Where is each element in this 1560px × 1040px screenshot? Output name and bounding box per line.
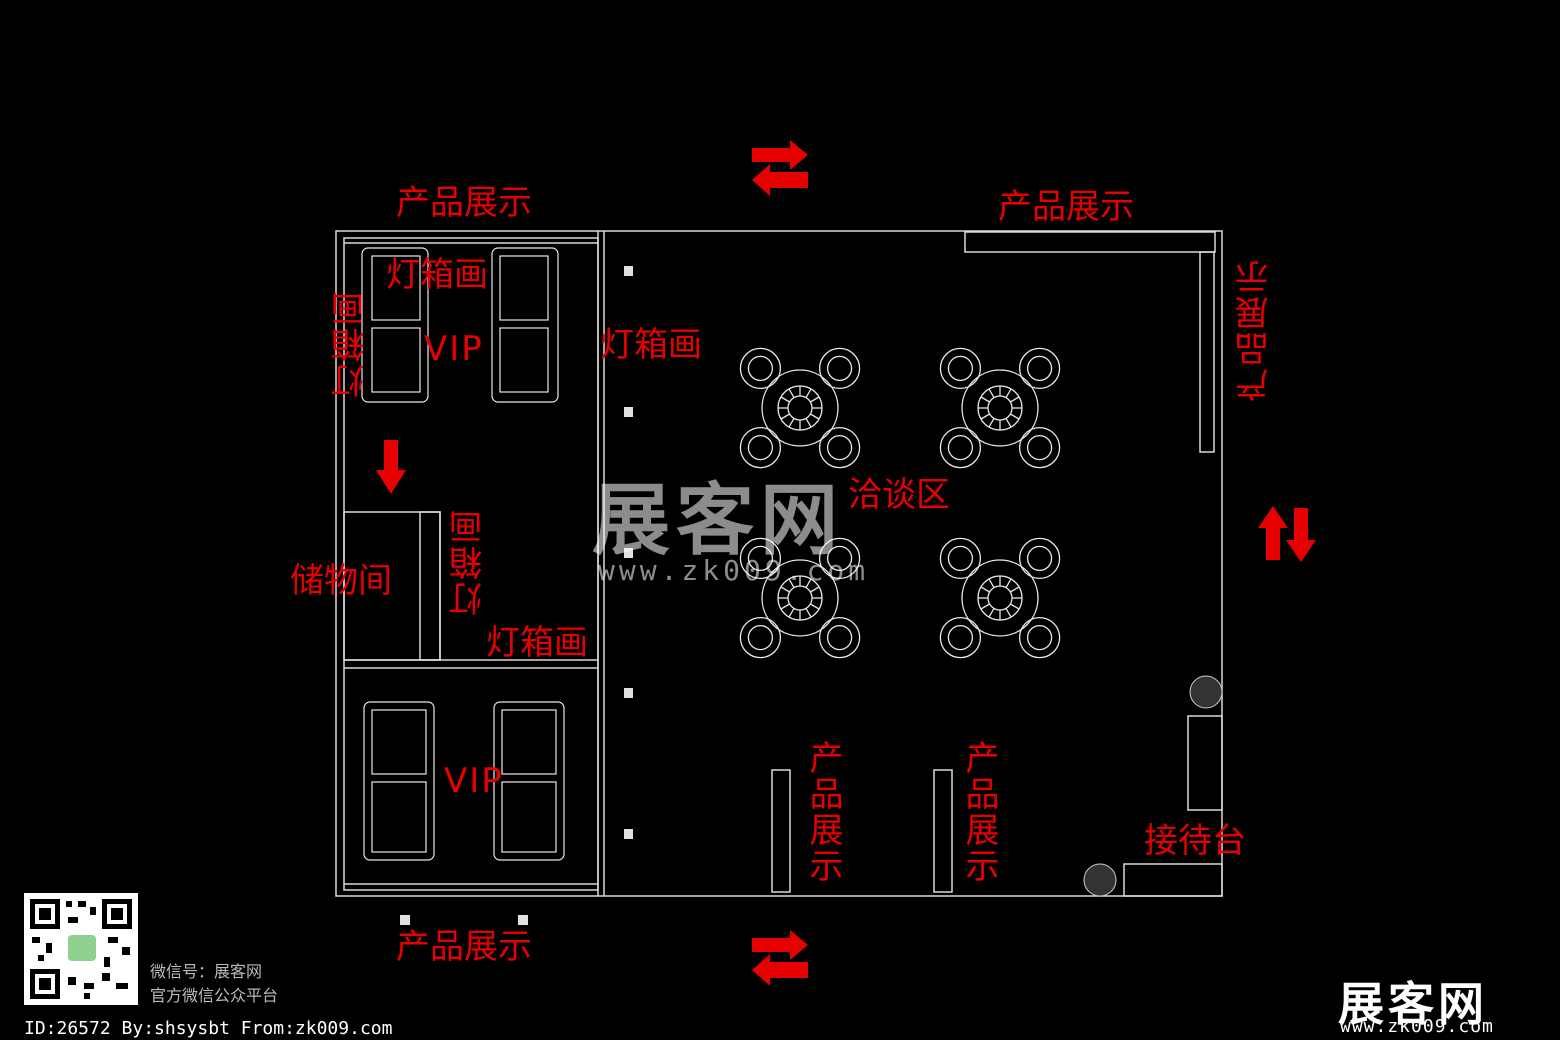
product-stand-2 <box>933 769 953 893</box>
chair <box>818 616 861 659</box>
arrow-down-icon <box>1286 508 1316 562</box>
booth-outline <box>335 230 1223 897</box>
label-lightbox-center: 灯箱画 <box>600 325 702 365</box>
chair <box>739 616 782 659</box>
reception-desk <box>1123 863 1223 897</box>
round-table <box>739 347 861 469</box>
arrow-left-icon <box>752 164 808 196</box>
site-url: www.zk009.com <box>1340 1016 1494 1037</box>
label-lightbox-top: 灯箱画 <box>386 255 488 295</box>
round-table <box>939 347 1061 469</box>
label-vip-bottom: VIP <box>444 761 504 801</box>
credit-line: ID:26572 By:shsysbt From:zk009.com <box>24 1018 393 1039</box>
chair <box>939 537 982 580</box>
label-product-stand-2: 产品展示 <box>959 740 999 884</box>
label-lightbox-storage: 灯箱画 <box>486 623 588 663</box>
qr-code <box>24 893 138 1005</box>
watermark-url: www.zk009.com <box>598 554 870 587</box>
chair <box>818 347 861 390</box>
reception-cabinet <box>1187 715 1223 811</box>
watermark-logo: 展客网 <box>592 475 845 566</box>
label-product-stand-1: 产品展示 <box>803 740 843 884</box>
arrow-left-icon <box>752 954 808 986</box>
chair <box>939 426 982 469</box>
label-product-right: 产品展示 <box>1235 258 1275 402</box>
chair <box>818 426 861 469</box>
label-lightbox-storage-vertical: 灯箱画 <box>449 508 489 616</box>
chair <box>1018 347 1061 390</box>
arrow-right-icon <box>752 930 808 960</box>
arrow-up-icon <box>1258 506 1288 560</box>
wechat-id: 微信号：展客网 <box>150 962 263 981</box>
chair <box>939 347 982 390</box>
label-storage: 储物间 <box>290 561 392 601</box>
chair <box>739 426 782 469</box>
plant-icon <box>1189 675 1223 709</box>
chair <box>1018 537 1061 580</box>
plant-icon <box>1083 863 1117 897</box>
site-logo: 展客网 <box>1338 977 1488 1031</box>
label-product-top-left: 产品展示 <box>396 183 532 223</box>
label-product-bottom-left: 产品展示 <box>396 927 532 967</box>
chair <box>818 537 861 580</box>
chair <box>1018 616 1061 659</box>
arrow-right-icon <box>752 140 808 170</box>
chair <box>939 616 982 659</box>
product-stand-1 <box>771 769 791 893</box>
chair <box>739 347 782 390</box>
round-table <box>939 537 1061 659</box>
qr-code-icon <box>30 899 132 999</box>
arrow-down-icon <box>376 440 406 494</box>
chair <box>1018 426 1061 469</box>
label-vip-top: VIP <box>424 329 484 369</box>
round-table <box>739 537 861 659</box>
wechat-caption: 官方微信公众平台 <box>150 986 279 1005</box>
label-product-top-right: 产品展示 <box>998 187 1134 227</box>
chair <box>739 537 782 580</box>
label-meeting-area: 洽谈区 <box>848 475 950 515</box>
label-lightbox-left: 灯箱画 <box>331 290 371 398</box>
label-reception: 接待台 <box>1144 821 1246 861</box>
